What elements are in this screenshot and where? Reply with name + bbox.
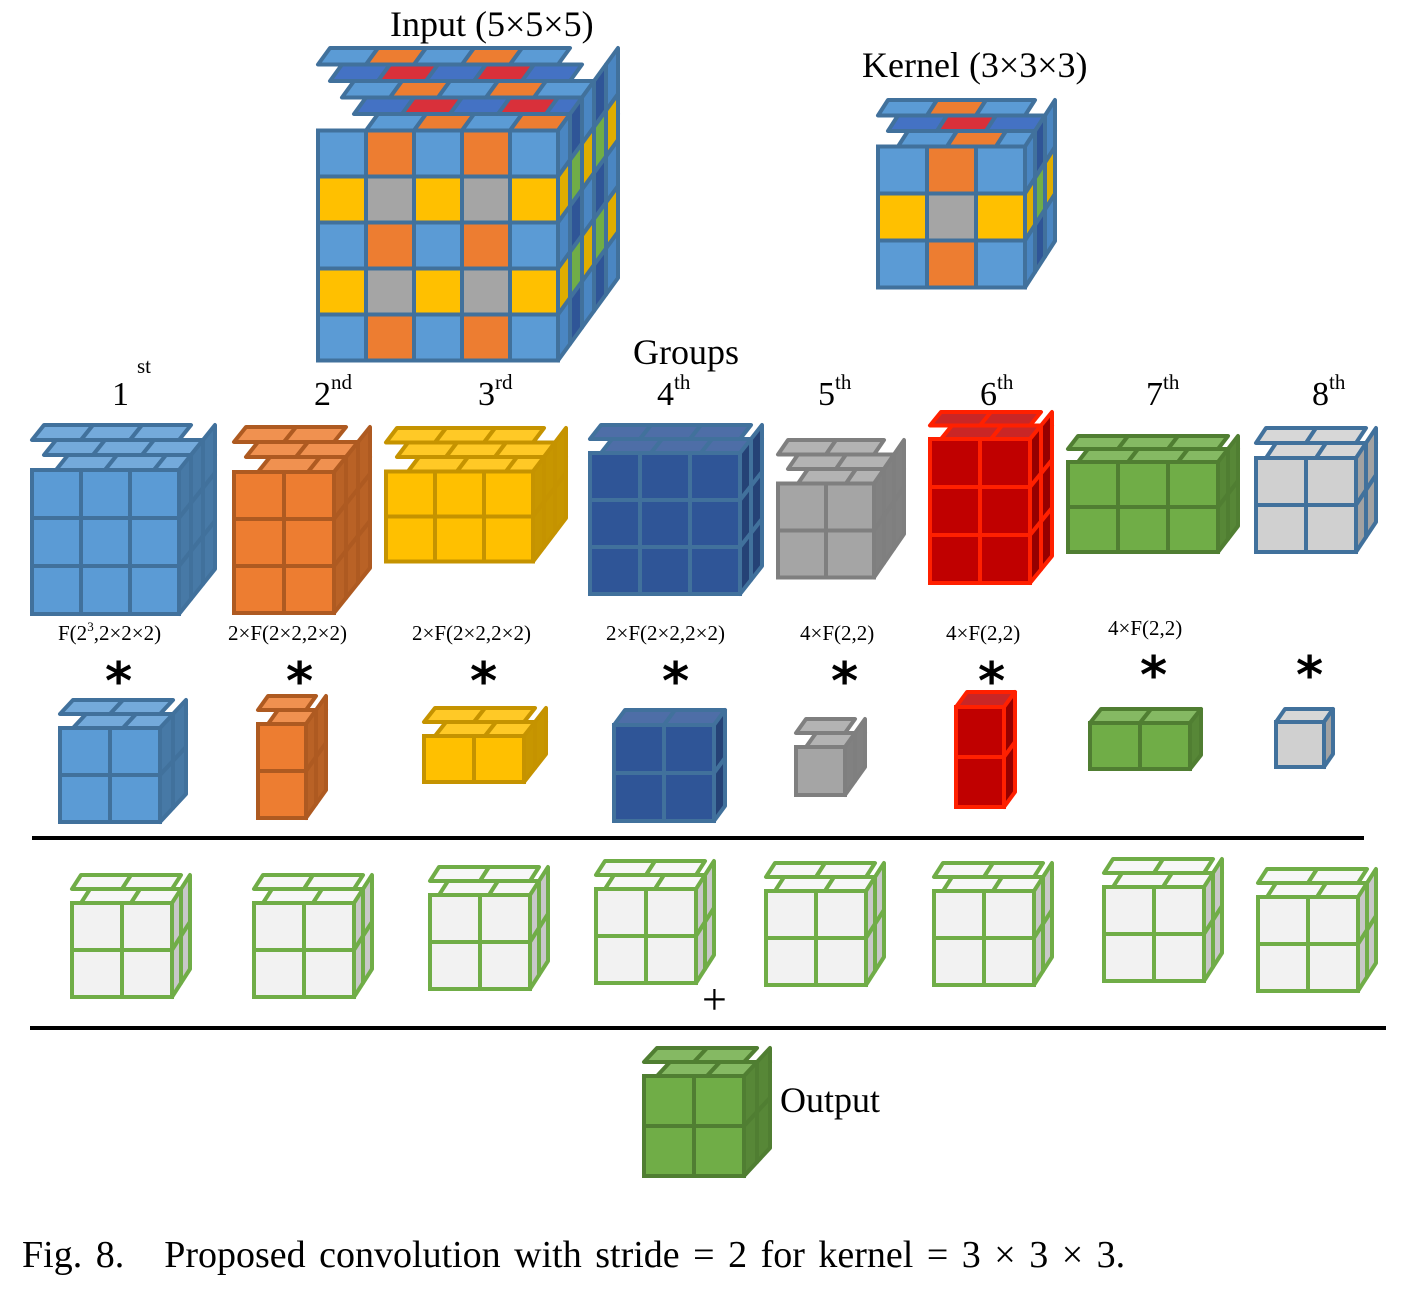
group-7-block: [1066, 434, 1240, 554]
group-label-3: 3rd: [478, 372, 513, 413]
partial-output-5: [764, 861, 886, 987]
group-number: 3: [478, 376, 495, 413]
partial-output-6: [932, 861, 1054, 987]
kernel-cube: [876, 98, 1057, 290]
group-8-block: [1254, 426, 1378, 554]
group-3-formula: 2×F(2×2,2×2): [412, 621, 531, 645]
convolution-operator-3: *: [470, 652, 498, 712]
partial-output-4: [594, 859, 716, 985]
partial-output-8: [1256, 867, 1378, 993]
kernel-title: Kernel (3×3×3): [862, 45, 1088, 85]
plus-sign: +: [702, 975, 727, 1024]
output-cube: [642, 1046, 772, 1178]
caption-text: Proposed convolution with stride = 2 for…: [164, 1234, 1126, 1276]
group-ordinal-suffix: nd: [331, 370, 352, 394]
convolution-operator-7: *: [1140, 646, 1168, 706]
group-5-formula: 4×F(2,2): [800, 621, 875, 645]
group-number: 8: [1312, 376, 1329, 413]
group-ordinal-suffix: th: [997, 370, 1014, 394]
output-label: Output: [780, 1080, 881, 1120]
group-number: 6: [980, 376, 997, 413]
group-ordinal-suffix: th: [835, 370, 852, 394]
group-label-5: 5th: [818, 372, 851, 413]
group-1-block: [30, 423, 217, 616]
partial-output-3: [428, 865, 550, 991]
partial-output-1: [70, 873, 192, 999]
convolution-operator-5: *: [831, 652, 859, 712]
group-ordinal-suffix: rd: [495, 370, 513, 394]
group-label-8: 8th: [1312, 372, 1345, 413]
group-2-formula: 2×F(2×2,2×2): [228, 621, 347, 645]
input-cube: [316, 46, 620, 363]
group-ordinal-suffix: th: [674, 370, 691, 394]
group-1-kernel: [58, 698, 188, 824]
group-4-block: [588, 423, 764, 596]
group-number: 1: [112, 376, 129, 413]
convolution-operator-6: *: [978, 652, 1006, 712]
convolution-operator-1: *: [105, 652, 133, 712]
figure-caption: Fig. 8. Proposed convolution with stride …: [22, 1236, 1125, 1274]
group-2-kernel: [256, 694, 328, 820]
group-4-formula: 2×F(2×2,2×2): [606, 621, 725, 645]
group-label-1: 1 st: [112, 356, 151, 413]
group-ordinal-suffix: th: [1163, 370, 1180, 394]
convolution-operator-8: *: [1296, 646, 1324, 706]
group-6-formula: 4×F(2,2): [946, 621, 1021, 645]
convolution-operator-2: *: [286, 652, 314, 712]
input-title: Input (5×5×5): [390, 4, 594, 44]
group-number: 7: [1146, 376, 1163, 413]
group-number: 4: [657, 376, 674, 413]
group-ordinal-suffix: st: [137, 354, 152, 378]
group-3-block: [384, 426, 568, 564]
group-number: 2: [314, 376, 331, 413]
group-1-formula: F(23,2×2×2): [58, 619, 162, 645]
convolution-operator-4: *: [662, 652, 690, 712]
group-6-kernel: [954, 690, 1017, 809]
group-2-block: [232, 425, 372, 615]
group-number: 5: [818, 376, 835, 413]
caption-number: Fig. 8.: [22, 1234, 125, 1276]
group-ordinal-suffix: th: [1329, 370, 1346, 394]
groups-title: Groups: [633, 332, 739, 372]
group-8-kernel: [1274, 707, 1335, 769]
group-label-6: 6th: [980, 372, 1013, 413]
group-label-4: 4th: [657, 372, 690, 413]
group-5-block: [776, 438, 906, 580]
partial-output-2: [252, 873, 374, 999]
group-7-formula: 4×F(2,2): [1108, 616, 1183, 640]
group-6-block: [928, 410, 1054, 585]
group-label-2: 2nd: [314, 372, 352, 413]
partial-output-7: [1102, 857, 1224, 983]
group-label-7: 7th: [1146, 372, 1179, 413]
group-5-kernel: [794, 717, 867, 797]
group-3-kernel: [422, 706, 548, 784]
group-4-kernel: [612, 708, 727, 823]
group-7-kernel: [1088, 707, 1203, 771]
